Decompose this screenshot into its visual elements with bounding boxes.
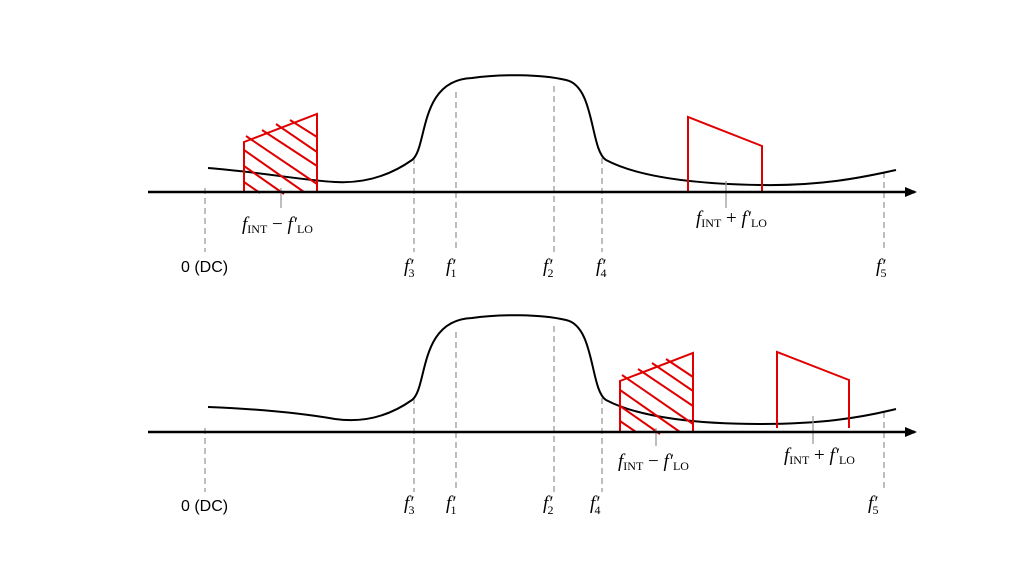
tick-label-f3: f′3 (404, 493, 414, 517)
lower-image-band (243, 112, 318, 195)
tick-label-f4: f′4 (590, 493, 600, 517)
filter-response-curve (207, 74, 897, 187)
tick-label-f3: f′3 (404, 256, 414, 280)
tick-label-f5: f′5 (868, 493, 878, 517)
upper-band-label: fINT + f′LO (784, 445, 855, 467)
lower-band-label: fINT − f′LO (618, 451, 689, 473)
origin-label: 0 (DC) (181, 498, 228, 515)
tick-label-f2: f′2 (543, 256, 553, 280)
panel-bottom: fINT − f′LO fINT + f′LO 0 (DC) f′3 f′1 f… (148, 314, 917, 517)
upper-image-band (687, 115, 763, 192)
frequency-markers (204, 326, 885, 492)
frequency-markers (204, 86, 885, 252)
tick-label-f2: f′2 (543, 493, 553, 517)
tick-label-f4: f′4 (596, 256, 606, 280)
filter-response-curve (207, 314, 897, 426)
upper-image-band (776, 350, 850, 428)
tick-label-f1: f′1 (446, 493, 456, 517)
upper-band-label: fINT + f′LO (696, 208, 767, 230)
tick-label-f5: f′5 (876, 256, 886, 280)
lower-image-band (619, 351, 694, 435)
tick-label-f1: f′1 (446, 256, 456, 280)
panel-top: fINT − f′LO fINT + f′LO 0 (DC) f′3 f′1 f… (148, 74, 917, 280)
lower-band-label: fINT − f′LO (242, 214, 313, 236)
origin-label: 0 (DC) (181, 259, 228, 276)
